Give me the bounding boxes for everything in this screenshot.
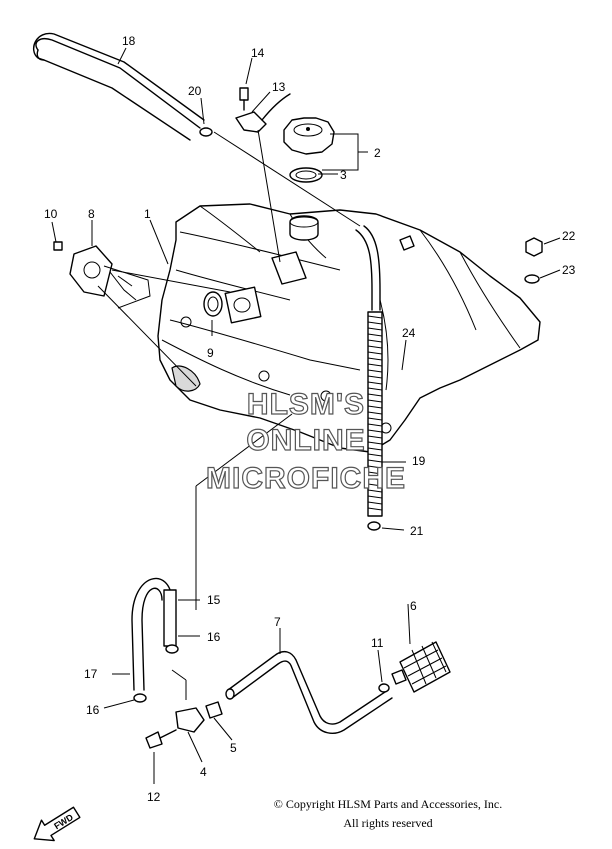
tube-rib [367,501,383,505]
callout-15: 15 [207,593,221,607]
tube-rib [367,357,383,361]
clip-11 [378,683,390,693]
tube-rib [367,411,383,415]
fuel-cock-4 [175,707,205,733]
callout-1: 1 [144,207,151,221]
tube-rib [367,327,383,331]
callout-7: 7 [274,615,281,629]
tube-rib [367,405,383,409]
callout-16-upper: 16 [207,630,221,644]
tube-rib [367,339,383,343]
fitting-5 [205,701,223,719]
tube-rib [367,459,383,463]
tube-rib [367,393,383,397]
tube-rib [367,447,383,451]
callout-23: 23 [562,263,576,277]
tube-rib [367,435,383,439]
callout-13: 13 [272,80,286,94]
screw-10 [53,241,63,251]
screw-12 [145,729,177,749]
tube-rib [367,477,383,481]
tube-rib [367,417,383,421]
fuel-filter-6 [391,641,451,693]
callout-4: 4 [200,765,207,779]
hose-clip-16-lower [133,693,147,703]
callout-21: 21 [410,524,424,538]
tube-rib [367,333,383,337]
tube-rib [367,381,383,385]
hose-clip-20 [199,127,213,137]
tube-rib [367,363,383,367]
callout-9: 9 [207,346,214,360]
tube-rib [367,507,383,511]
callout-6: 6 [410,599,417,613]
callout-20: 20 [188,84,202,98]
cap-gasket-3 [289,167,323,183]
fwd-arrow-icon: FWD [33,806,81,842]
corrugated-tube-19 [367,311,383,517]
tube-rib [367,453,383,457]
tube-rib [367,369,383,373]
washer-23 [524,274,540,284]
callout-22: 22 [562,229,576,243]
tube-rib [367,441,383,445]
callout-19: 19 [412,454,426,468]
fuel-pipe-7 [225,650,393,734]
callout-5: 5 [230,741,237,755]
watermark-line-2: ONLINE [246,424,365,457]
tube-rib [367,321,383,325]
callout-8: 8 [88,207,95,221]
bracket-line-2 [322,133,368,171]
breather-hose-18 [33,32,205,141]
callout-16-lower: 16 [86,703,100,717]
bolt-22 [525,237,543,257]
callout-24: 24 [402,326,416,340]
tube-rib [367,489,383,493]
callout-2: 2 [374,146,381,160]
fuel-hose-15 [163,589,177,647]
bracket-13 [235,93,291,133]
hose-clip-16-upper [165,644,179,654]
callout-10: 10 [44,207,58,221]
callout-leaders [51,47,561,784]
tube-rib [367,495,383,499]
tube-rib [367,423,383,427]
watermark-line-1: HLSM'S [247,388,365,421]
callout-18: 18 [122,34,136,48]
tube-rib [367,429,383,433]
tube-rib [367,345,383,349]
tube-rib [367,387,383,391]
callout-3: 3 [340,168,347,182]
clip-21 [367,521,381,531]
copyright-line-2: All rights reserved [343,816,433,830]
tube-rib [367,483,383,487]
watermark: HLSM'S ONLINE MICROFICHE [205,387,406,495]
assembly-guide-lines [97,129,361,700]
callout-14: 14 [251,46,265,60]
fuel-cap-2 [283,117,335,155]
vent-hose-24 [355,225,381,311]
tube-rib [367,471,383,475]
o-ring-9 [203,291,223,317]
callout-11: 11 [371,636,384,650]
tube-rib [367,399,383,403]
tube-rib [367,315,383,319]
fuel-tank-1 [157,203,541,453]
tube-rib [367,351,383,355]
callout-17: 17 [84,667,98,681]
tube-rib [367,375,383,379]
watermark-line-3: MICROFICHE [206,462,406,495]
bolt-14 [239,87,249,111]
copyright-line-1: © Copyright HLSM Parts and Accessories, … [273,797,503,811]
callout-labels: 1 2 3 4 5 6 7 8 9 10 11 12 13 14 15 16 1… [44,34,576,804]
callout-12: 12 [147,790,161,804]
tube-rib [367,465,383,469]
